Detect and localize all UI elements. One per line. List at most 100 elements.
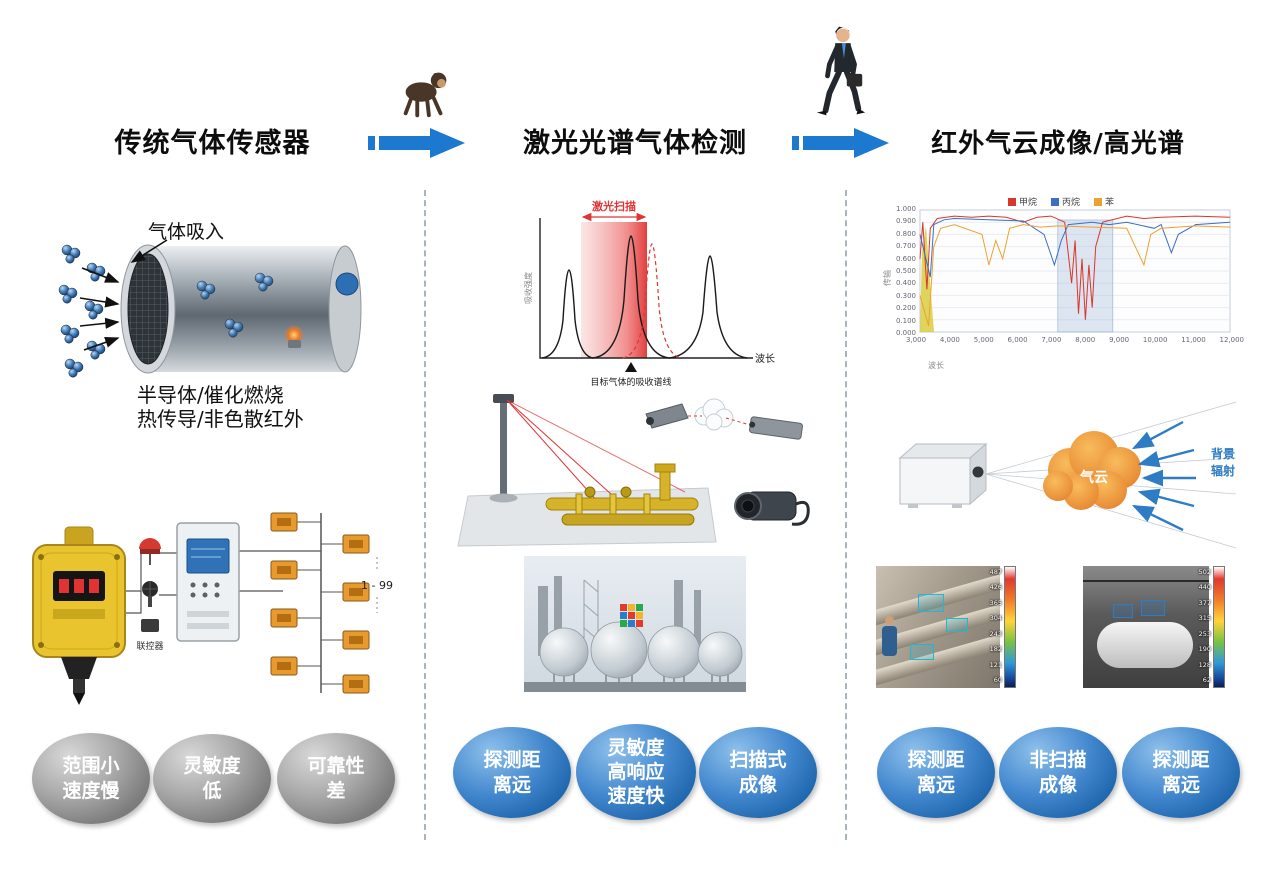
x-tick: 8,000 bbox=[1075, 336, 1096, 344]
advantage-badge-distance-ir: 探测距 离远 bbox=[877, 727, 995, 818]
tank-scene bbox=[1083, 566, 1209, 688]
alarm-and-valve: 联控器 bbox=[136, 538, 164, 652]
advantage-badge-nonscanning: 非扫描 成像 bbox=[999, 727, 1117, 818]
storage-tank bbox=[1097, 622, 1193, 668]
detection-box bbox=[1141, 600, 1165, 616]
scale-tick: 377 bbox=[1198, 598, 1211, 607]
scale-tick: 62 bbox=[1202, 675, 1211, 684]
transmission-x-axis-label: 波长 bbox=[928, 360, 944, 370]
propane-color-swatch bbox=[1051, 197, 1060, 206]
y-tick: 0.200 bbox=[895, 304, 916, 313]
scale-tick: 60 bbox=[993, 675, 1002, 684]
thermal-color-scale bbox=[1004, 566, 1016, 688]
benzene-color-swatch bbox=[1094, 197, 1103, 206]
structure-line bbox=[1083, 580, 1209, 582]
gas-imaging-photo-infrared: 502 440 377 315 253 190 128 62 bbox=[1083, 566, 1225, 688]
controller-box bbox=[176, 522, 240, 642]
transmission-y-axis-label: 传输 bbox=[882, 270, 892, 286]
x-tick: 10,000 bbox=[1142, 336, 1168, 344]
worker-figure bbox=[882, 616, 897, 656]
stage1-title: 传统气体传感器 bbox=[114, 128, 311, 159]
detector-network-diagram: 联控器 bbox=[25, 505, 400, 705]
detector-count-range: 1 - 99 bbox=[361, 579, 393, 592]
detection-box bbox=[1113, 604, 1133, 618]
scale-tick: 128 bbox=[1198, 660, 1211, 669]
legend-propane: 丙烷 bbox=[1051, 195, 1080, 208]
gas-detector-device bbox=[32, 526, 126, 705]
gas-plume bbox=[694, 398, 734, 431]
spectrum-legend: 甲烷 丙烷 苯 bbox=[1008, 195, 1114, 208]
gas-cloud: 气云 bbox=[1043, 431, 1141, 510]
limitation-badge-reliability: 可靠性 差 bbox=[277, 733, 395, 824]
scale-tick: 253 bbox=[1198, 629, 1211, 638]
x-tick: 6,000 bbox=[1007, 336, 1028, 344]
legend-benzene: 苯 bbox=[1094, 195, 1114, 208]
absorption-y-axis-label: 吸收强度 bbox=[523, 272, 533, 304]
detection-box bbox=[946, 618, 968, 632]
scale-tick: 190 bbox=[1198, 645, 1211, 654]
right-arrow-icon bbox=[792, 128, 889, 158]
advantage-badge-distance: 探测距 离远 bbox=[453, 727, 571, 818]
scale-tick: 426 bbox=[989, 583, 1002, 592]
background-radiation-label: 背景 辐射 bbox=[1210, 447, 1235, 478]
y-tick: 0.000 bbox=[895, 328, 916, 337]
scale-tick: 182 bbox=[989, 645, 1002, 654]
scale-tick: 440 bbox=[1198, 583, 1211, 592]
evolution-arrow-2 bbox=[792, 125, 892, 161]
laser-scanning-scene bbox=[450, 392, 810, 550]
y-tick: 0.600 bbox=[895, 254, 916, 263]
scale-tick: 365 bbox=[989, 598, 1002, 607]
y-tick: 0.900 bbox=[895, 217, 916, 226]
absorption-spectrum-chart: 激光扫描 吸收强度 目标气体的吸收谱线 波长 bbox=[495, 196, 780, 388]
y-tick: 0.800 bbox=[895, 229, 916, 238]
catalytic-sensor-illustration bbox=[52, 238, 387, 378]
thermal-color-scale bbox=[1213, 566, 1225, 688]
advantage-badge-sensitivity: 灵敏度 高响应 速度快 bbox=[576, 724, 696, 820]
column-separator-1 bbox=[424, 190, 426, 840]
detection-box bbox=[910, 644, 934, 660]
thermal-scale-values: 502 440 377 315 253 190 128 62 bbox=[1189, 568, 1211, 684]
background-radiation-arrows bbox=[1131, 420, 1196, 532]
y-tick: 0.300 bbox=[895, 291, 916, 300]
x-tick: 4,000 bbox=[939, 336, 960, 344]
wavelength-x-axis-label: 波长 bbox=[755, 352, 775, 365]
x-tick: 9,000 bbox=[1109, 336, 1130, 344]
scale-tick: 502 bbox=[1198, 568, 1211, 576]
walking-businessman-icon bbox=[814, 24, 868, 120]
advantage-badge-scanning: 扫描式 成像 bbox=[699, 727, 817, 818]
scanning-camera bbox=[734, 491, 810, 526]
detection-box bbox=[918, 594, 944, 612]
ir-camera-box bbox=[898, 442, 988, 508]
column-separator-2 bbox=[845, 190, 847, 840]
gas-intake-label: 气体吸入 bbox=[148, 221, 225, 243]
controller-caption: 联控器 bbox=[136, 640, 163, 652]
right-arrow-icon bbox=[368, 128, 465, 158]
stage2-title: 激光光谱气体检测 bbox=[523, 128, 747, 159]
x-tick: 11,000 bbox=[1181, 336, 1206, 344]
legend-methane: 甲烷 bbox=[1008, 195, 1037, 208]
detector-tree: 1 - 99 bbox=[270, 512, 393, 694]
limitation-badge-sensitivity: 灵敏度 低 bbox=[153, 734, 271, 823]
gas-cloud-imaging-schematic: 气云 bbox=[878, 398, 1240, 550]
scale-tick: 487 bbox=[989, 568, 1002, 576]
scale-tick: 315 bbox=[1198, 614, 1211, 623]
colorful-marker bbox=[620, 604, 643, 627]
y-tick: 0.400 bbox=[895, 279, 916, 288]
scale-tick: 243 bbox=[989, 629, 1002, 638]
open-path-detector bbox=[749, 416, 803, 440]
gas-cloud-label: 气云 bbox=[1079, 469, 1108, 486]
pipe-scene bbox=[876, 566, 1000, 688]
x-tick: 12,000 bbox=[1219, 336, 1245, 344]
y-tick: 0.500 bbox=[895, 266, 916, 275]
y-tick: 0.100 bbox=[895, 316, 916, 325]
refinery-photo bbox=[524, 556, 746, 692]
methane-color-swatch bbox=[1008, 197, 1016, 206]
chimpanzee-icon bbox=[394, 64, 456, 120]
sensor-technology-text: 半导体/催化燃烧 热传导/非色散红外 bbox=[137, 383, 304, 432]
y-tick: 1.000 bbox=[895, 205, 916, 213]
